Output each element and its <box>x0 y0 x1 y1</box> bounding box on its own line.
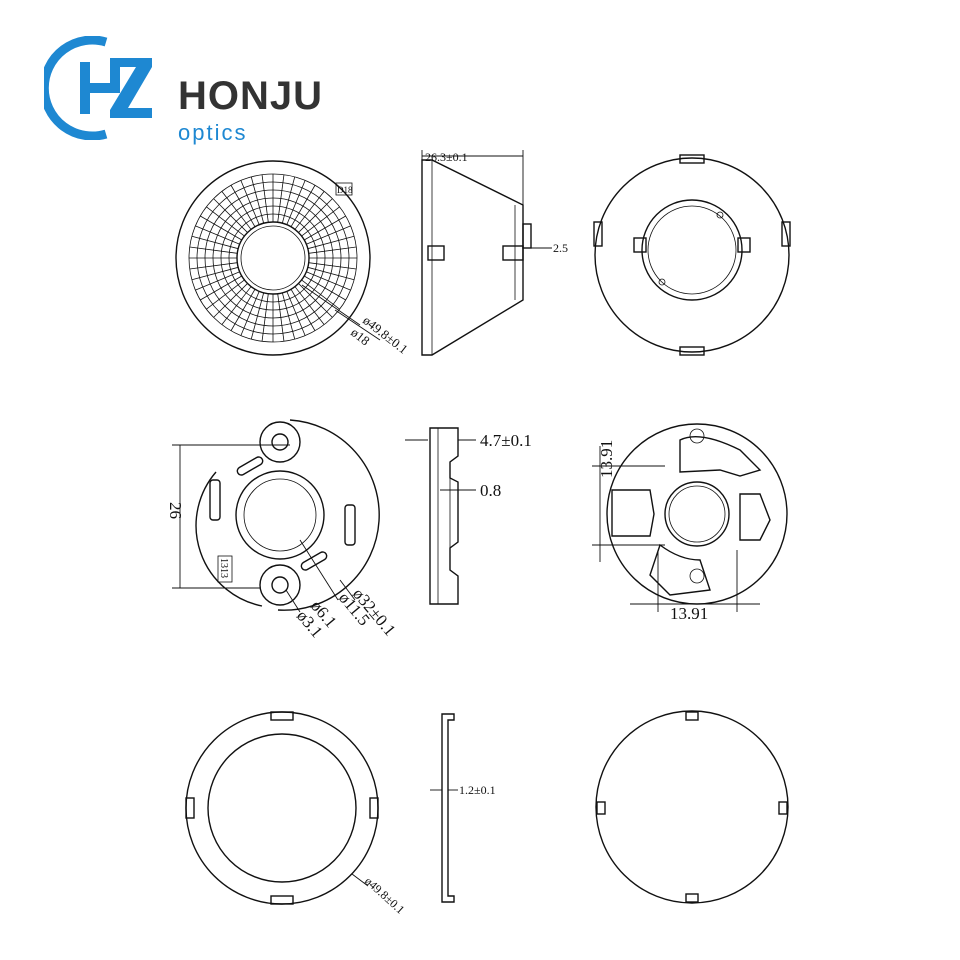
brand-name: HONJU <box>178 74 324 118</box>
holder-back-horizontal-dim: 13.91 <box>670 604 708 623</box>
holder-side-step-dim: 0.8 <box>480 481 501 500</box>
honju-logo-icon <box>44 36 152 140</box>
holder-side-height-dim: 4.7±0.1 <box>480 431 532 450</box>
brand-block: HONJU optics <box>178 76 323 144</box>
lens-mark-box <box>335 182 353 196</box>
holder-mark: 1313 <box>218 558 229 578</box>
holder-front-view: 1313 26 ø32±0.1 ø11.5 ø6.1 ø3.1 <box>166 419 400 641</box>
cover-side-view: 1.2±0.1 <box>430 713 496 903</box>
holder-back-vertical-dim: 13.91 <box>597 440 616 478</box>
cover-ring-front-view: ø49.8±0.1 <box>185 711 407 917</box>
cover-thickness-dim: 1.2±0.1 <box>459 783 496 797</box>
lens-side-view: 26.3±0.1 2.5 <box>421 150 568 356</box>
lens-facet-grid <box>189 174 357 342</box>
lens-tab-dim: 2.5 <box>553 241 568 255</box>
cover-ring-diameter: ø49.8±0.1 <box>362 874 407 917</box>
lens-height-dim: 26.3±0.1 <box>425 150 468 164</box>
brand-tagline: optics <box>178 120 248 145</box>
lens-mark: D18 <box>337 185 353 195</box>
holder-height-dim: 26 <box>166 502 185 519</box>
cover-back-view <box>595 710 789 904</box>
lens-back-view <box>593 154 791 356</box>
holder-side-view: 4.7±0.1 0.8 <box>405 427 532 605</box>
holder-back-view: 13.91 13.91 <box>592 423 788 623</box>
holder-mark-box <box>217 555 233 583</box>
lens-front-view: D18 ø49.8±0.1 ø18 <box>175 160 411 357</box>
